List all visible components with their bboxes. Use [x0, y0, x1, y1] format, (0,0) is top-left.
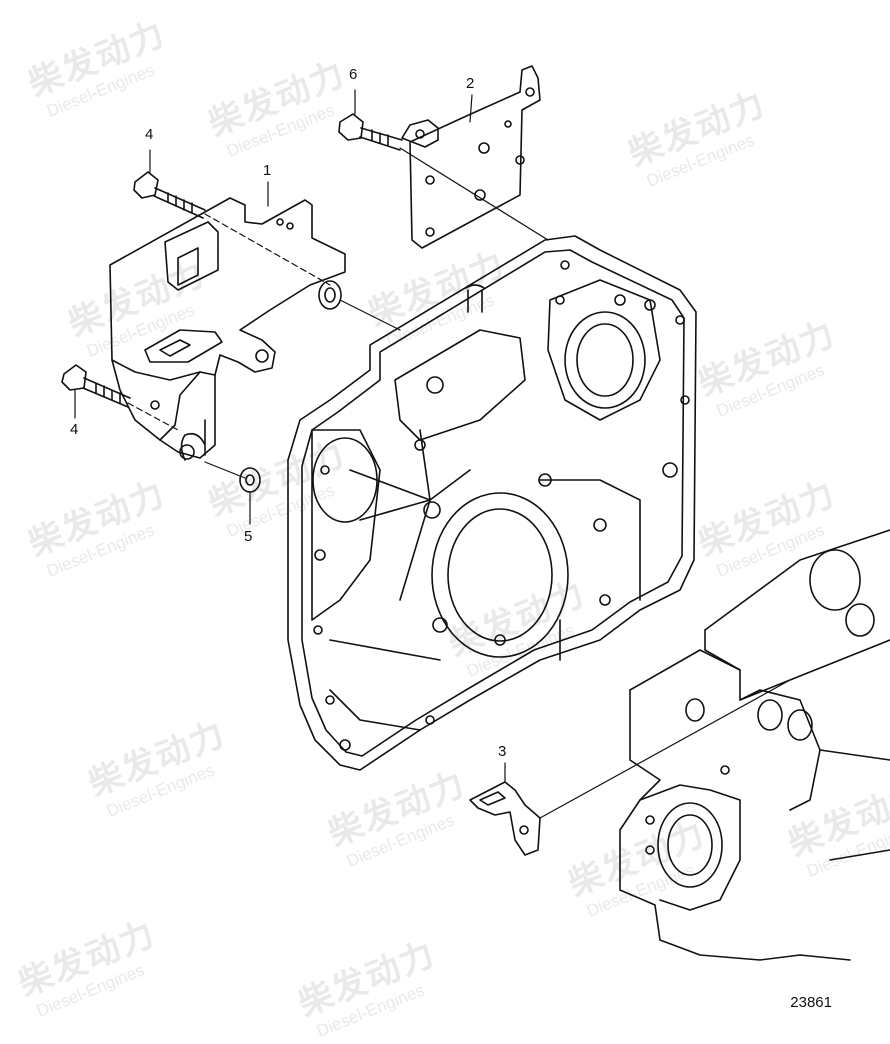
callout-1: 1: [263, 162, 272, 179]
bolt-part-4-lower: [61, 364, 131, 408]
engine-block-section: [619, 529, 890, 961]
drawing-number: 23861: [790, 994, 832, 1011]
bracket-part-3: [469, 781, 541, 856]
bolt-part-6: [338, 113, 403, 151]
callout-4-upper: 4: [145, 126, 154, 143]
bolt-part-4-upper: [133, 171, 206, 219]
plate-part-2: [401, 65, 541, 249]
timing-gear-cover: [287, 235, 697, 771]
callout-6: 6: [349, 66, 358, 83]
callout-3: 3: [498, 743, 507, 760]
assembly-lines: [74, 89, 791, 819]
callout-4-lower: 4: [70, 421, 79, 438]
callout-5: 5: [244, 528, 253, 545]
bracket-part-1: [109, 197, 346, 461]
washer-part-5: [239, 467, 261, 493]
callout-2: 2: [466, 75, 475, 92]
